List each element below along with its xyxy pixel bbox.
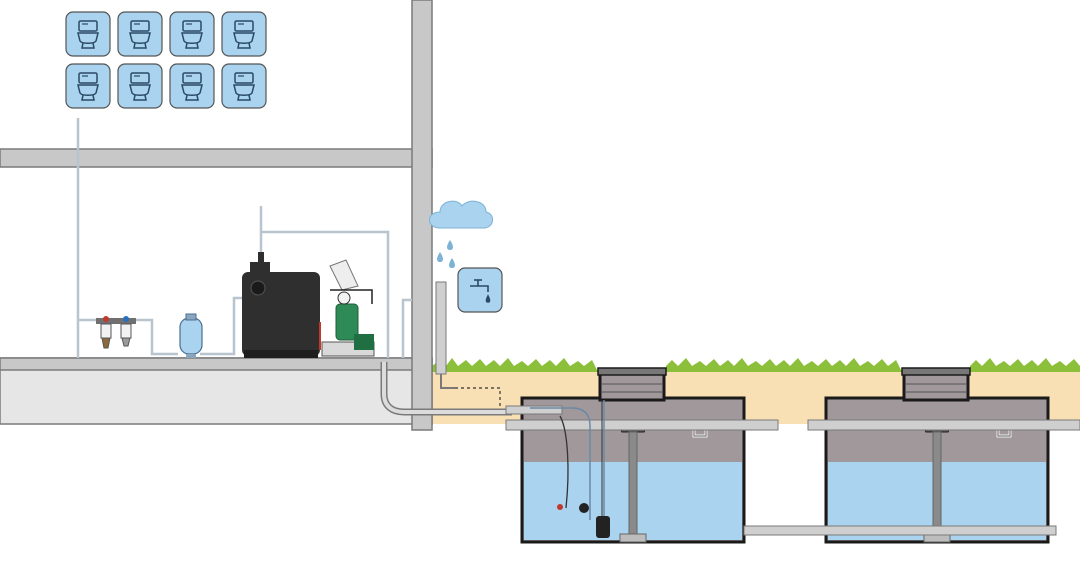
rain-drop-icon <box>447 240 453 250</box>
tank-1-equipment <box>530 400 610 538</box>
pressure-vessel <box>179 313 203 358</box>
control-unit <box>242 252 375 358</box>
toilet-icon <box>117 63 163 109</box>
toilet-icon <box>221 63 267 109</box>
outdoor-tap-badge <box>457 267 503 313</box>
overflow-line <box>455 387 501 412</box>
submersible-pump-icon <box>596 516 610 538</box>
outdoor-tap-line <box>401 298 412 358</box>
tank-shaft <box>902 370 970 402</box>
pump-icon <box>335 303 359 341</box>
tank-shaft <box>598 370 666 402</box>
connecting-pipe-bottom <box>743 525 1057 536</box>
float-switch-icon <box>579 503 589 513</box>
grass <box>432 358 1080 372</box>
toilet-icon <box>221 11 267 57</box>
filter-valve-icon <box>123 316 129 322</box>
filter-valve-icon <box>103 316 109 322</box>
toilet-grid <box>65 11 267 109</box>
tank-cover <box>597 367 667 376</box>
connecting-pipe-top <box>807 419 1080 431</box>
toilet-icon <box>169 63 215 109</box>
suction-hose <box>380 362 512 416</box>
ceiling-slab <box>0 148 433 168</box>
pump-station <box>319 259 374 350</box>
toilet-icon <box>65 63 111 109</box>
toilet-icon <box>117 11 163 57</box>
basement-floor-top <box>0 357 433 371</box>
toilet-icon <box>65 11 111 57</box>
filter-unit-1 <box>96 316 116 349</box>
tank-cover <box>901 367 971 376</box>
tap-icon <box>470 279 491 303</box>
toilet-icon <box>169 11 215 57</box>
cloud-icon <box>429 200 493 229</box>
rain-drop-icon <box>449 258 455 268</box>
rain-drop-icon <box>437 252 443 262</box>
exterior-wall <box>411 0 433 431</box>
inlet-pipe <box>505 405 779 431</box>
filter-unit-2 <box>116 316 136 347</box>
top-supply-line <box>262 230 390 358</box>
rain-drops <box>437 240 455 268</box>
rain-downpipe <box>435 281 501 412</box>
